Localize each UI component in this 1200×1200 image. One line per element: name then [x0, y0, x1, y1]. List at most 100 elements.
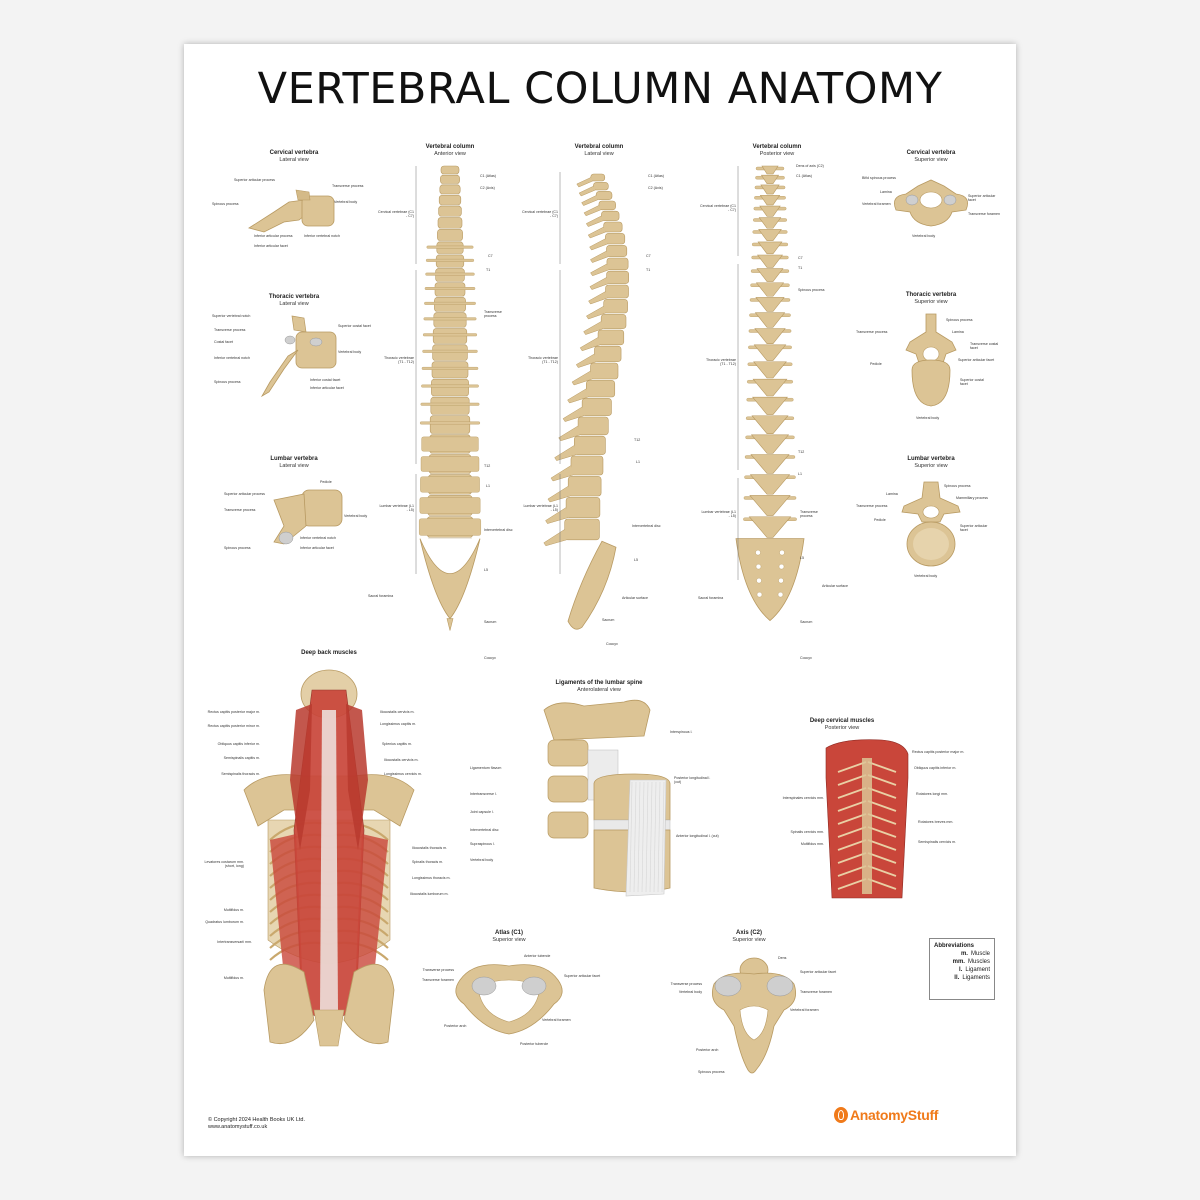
- column-lateral-illustration: [543, 172, 630, 630]
- label: Articular surface: [822, 584, 848, 588]
- thoracic-superior-illustration: [905, 313, 957, 407]
- poster: VERTEBRAL COLUMN ANATOMY Cervical verteb…: [184, 44, 1016, 1156]
- label: Inferior articular facet: [300, 546, 334, 550]
- label: Transverse process: [800, 510, 818, 519]
- abbreviation-value: Ligament: [965, 967, 990, 973]
- label: Superior vertebral notch: [212, 314, 251, 318]
- label: T1: [798, 266, 803, 270]
- label: Rectus capitis posterior major m.: [207, 710, 260, 714]
- label: Vertebral body: [678, 990, 702, 994]
- label: Thoracic vertebrae (T1 - T12): [528, 356, 558, 365]
- label: Spinous process: [944, 484, 971, 488]
- label: Coccyx: [484, 656, 496, 660]
- thoracic-lateral-illustration: [260, 315, 337, 398]
- label: Vertebral body: [912, 234, 936, 238]
- panel-title: Deep back muscles: [301, 650, 357, 656]
- anatomystuff-logo-icon: [834, 1107, 848, 1123]
- label: Iliocostalis cervicis m.: [384, 758, 419, 762]
- label: Splenius capitis m.: [382, 742, 412, 746]
- label: Posterior arch: [696, 1048, 719, 1052]
- label: T1: [486, 268, 491, 272]
- label: Mammillary process: [956, 496, 988, 500]
- label: Iliocostalis lumborum m.: [410, 892, 449, 896]
- label: Rectus capitis posterior minor m.: [207, 724, 260, 728]
- label: L5: [634, 558, 638, 562]
- label: Costal facet: [214, 340, 233, 344]
- abbreviation-key: ll.: [954, 975, 960, 981]
- label: Transverse process: [214, 328, 246, 332]
- panel-subtitle: Lateral view: [584, 151, 614, 157]
- brand-logo: AnatomyStuff: [834, 1107, 938, 1123]
- panel-subtitle: Superior view: [914, 463, 948, 469]
- label: Multifidus mm.: [800, 842, 824, 846]
- label: Lamina: [886, 492, 898, 496]
- label: Vertebral body: [334, 200, 358, 204]
- label: Posterior arch: [444, 1024, 467, 1028]
- label: Transverse process: [484, 310, 502, 319]
- panel-cervical-lateral: Cervical vertebra Lateral view Superior …: [212, 150, 374, 270]
- label: Intertransverse l.: [470, 792, 497, 796]
- lumbar-lateral-illustration: [273, 489, 343, 545]
- label: Lumbar vertebrae (L1 - L5): [701, 510, 736, 519]
- label: Inferior articular process: [254, 234, 293, 238]
- label: C2 (Axis): [648, 186, 663, 190]
- label: Sacrum: [602, 618, 615, 622]
- label: Obliquus capitis inferior m.: [217, 742, 260, 746]
- label: Sacral foramina: [368, 594, 394, 598]
- label: Sacral foramina: [698, 596, 724, 600]
- website-link[interactable]: www.anatomystuff.co.uk: [208, 1124, 268, 1130]
- panel-title: Thoracic vertebra: [268, 294, 320, 300]
- label: Superior articular process: [234, 178, 275, 182]
- label: Thoracic vertebrae (T1 - T12): [384, 356, 414, 365]
- brand-name: AnatomyStuff: [850, 1107, 939, 1123]
- label: Inferior articular facet: [310, 386, 344, 390]
- label: Inferior vertebral notch: [300, 536, 336, 540]
- label: Supraspinous l.: [470, 842, 495, 846]
- panel-title: Ligaments of the lumbar spine: [555, 680, 643, 686]
- abbreviation-row: l.Ligament: [934, 966, 990, 974]
- abbreviation-value: Muscle: [970, 951, 990, 957]
- label: Bifid spinous process: [862, 176, 896, 180]
- label: Inferior vertebral notch: [304, 234, 340, 238]
- label: Vertebral foramen: [542, 1018, 571, 1022]
- label: Thoracic vertebrae (T1 - T12): [706, 358, 736, 367]
- label: Superior articular facet: [968, 194, 996, 203]
- label: Inferior costal facet: [310, 378, 341, 382]
- label: Multifidus m.: [223, 908, 244, 912]
- label: Joint capsule l.: [470, 810, 494, 814]
- label: Posterior tubercle: [520, 1042, 549, 1046]
- column-anterior-illustration: [415, 165, 481, 631]
- label: Longissimus capitis m.: [380, 722, 417, 726]
- panel-subtitle: Superior view: [914, 299, 948, 305]
- panel-subtitle: Superior view: [732, 937, 766, 943]
- lumbar-superior-illustration: [901, 481, 961, 567]
- ligaments-illustration: [543, 699, 671, 897]
- label: Lumbar vertebrae (L1 - L5): [523, 504, 558, 513]
- label: Spinous process: [214, 380, 241, 384]
- panel-axis: Axis (C2) Superior view Dens Superior ar…: [654, 930, 844, 1100]
- label: C7: [488, 254, 493, 258]
- label: Posterior longitudinal l. (cut): [674, 776, 711, 785]
- cervical-lateral-illustration: [248, 189, 335, 233]
- deep-back-illustration: [243, 669, 415, 1047]
- label: C1 (Atlas): [648, 174, 664, 178]
- abbreviation-row: m.Muscle: [934, 950, 990, 958]
- label: Sacrum: [800, 620, 813, 624]
- abbreviation-row: mm.Muscles: [934, 958, 990, 966]
- column-posterior-illustration: [735, 165, 805, 622]
- label: T1: [646, 268, 651, 272]
- panel-thoracic-superior: Thoracic vertebra Superior view Spinous …: [856, 292, 1006, 432]
- abbreviation-key: mm.: [952, 959, 965, 965]
- atlas-illustration: [455, 964, 563, 1035]
- label: Obliquus capitis inferior m.: [914, 766, 957, 770]
- panel-subtitle: Posterior view: [759, 151, 795, 157]
- label: Semispinalis capitis m.: [223, 756, 260, 760]
- abbreviation-row: ll.Ligaments: [934, 974, 990, 982]
- label: Transverse foramen: [421, 978, 454, 982]
- abbreviations-title: Abbreviations: [934, 943, 975, 949]
- label: L1: [636, 460, 640, 464]
- panel-title: Cervical vertebra: [269, 150, 319, 156]
- label: Intervertebral disc: [484, 528, 513, 532]
- panel-subtitle: Lateral view: [279, 463, 309, 469]
- label: Transverse process: [670, 982, 702, 986]
